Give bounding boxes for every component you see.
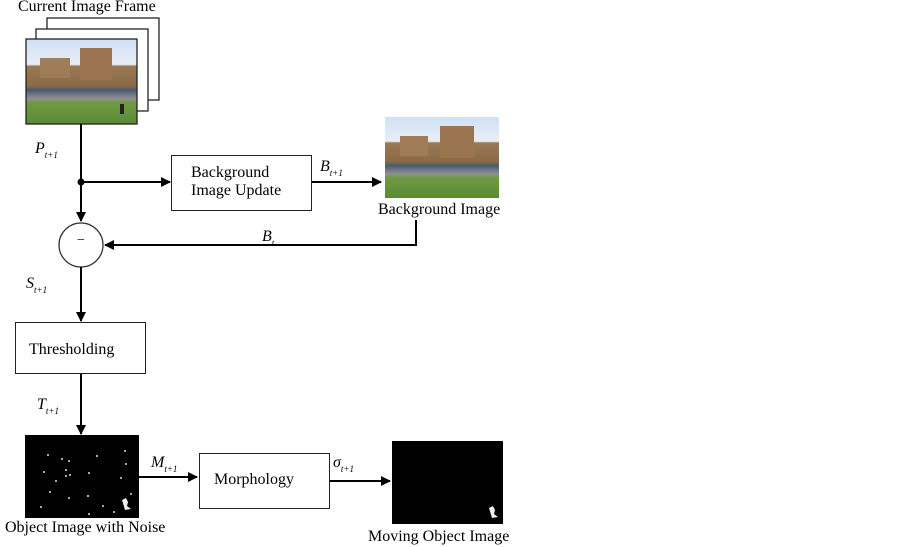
signal-p: Pt+1 bbox=[35, 140, 58, 160]
background-update-box: Background Image Update bbox=[171, 155, 312, 211]
thresholding-box: Thresholding bbox=[15, 322, 146, 374]
arrow-b-t bbox=[104, 220, 417, 250]
current-frame-stack bbox=[25, 17, 160, 125]
morphology-box: Morphology bbox=[199, 453, 330, 509]
subtract-symbol: − bbox=[77, 233, 85, 248]
background-image-label: Background Image bbox=[378, 201, 501, 218]
current-frame-label: Current Image Frame bbox=[18, 0, 156, 15]
signal-sigma: σt+1 bbox=[333, 454, 354, 474]
signal-s: St+1 bbox=[26, 275, 48, 295]
noise-image-label: Object Image with Noise bbox=[5, 519, 166, 536]
signal-b-t: Bt bbox=[262, 228, 275, 248]
noise-image bbox=[25, 435, 139, 518]
thresholding-label: Thresholding bbox=[29, 341, 115, 358]
moving-object-image bbox=[392, 441, 503, 524]
signal-t: Tt+1 bbox=[37, 396, 59, 416]
moving-object-label: Moving Object Image bbox=[368, 528, 510, 545]
background-update-line1: Background bbox=[191, 164, 270, 181]
signal-b-next: Bt+1 bbox=[320, 158, 343, 178]
background-update-line2: Image Update bbox=[191, 182, 282, 199]
signal-m: Mt+1 bbox=[151, 454, 178, 474]
morphology-label: Morphology bbox=[214, 471, 294, 488]
background-image bbox=[385, 117, 499, 198]
